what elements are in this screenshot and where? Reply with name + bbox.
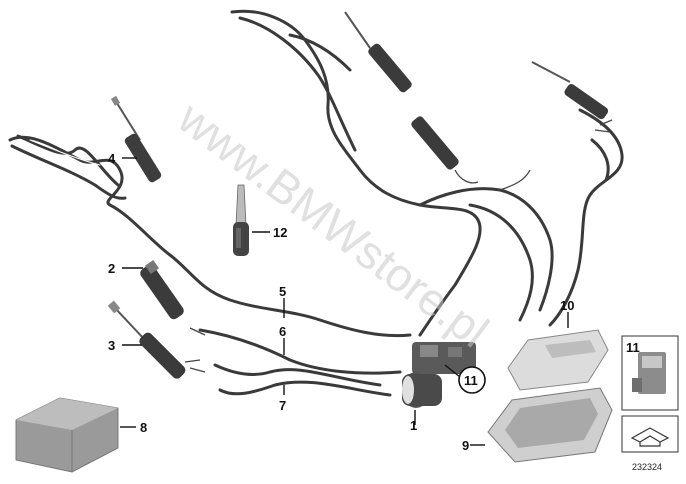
callout-4: 4	[108, 151, 116, 166]
callout-6: 6	[279, 324, 286, 339]
callout-3: 3	[108, 338, 115, 353]
callout-12: 12	[273, 225, 287, 240]
strut-3	[107, 300, 186, 379]
part-12-sensor	[233, 184, 249, 256]
callout-7: 7	[279, 398, 286, 413]
callout-9: 9	[462, 438, 469, 453]
callout-8: 8	[140, 420, 147, 435]
part-9-housing	[487, 387, 613, 463]
callout-11-circled: 11	[464, 373, 478, 388]
callout-10: 10	[560, 298, 574, 313]
part-1-hydraulic-pump	[402, 342, 476, 408]
strut-upper-right	[531, 61, 609, 120]
strut-4	[110, 95, 162, 183]
leader-lines	[120, 157, 569, 446]
inset-part-11	[621, 335, 679, 411]
callout-1: 1	[410, 418, 417, 433]
wiring-harness-main	[8, 9, 624, 397]
callout-5: 5	[279, 284, 286, 299]
strut-2	[140, 260, 184, 320]
part-8-box	[15, 397, 119, 473]
callout-11-circle	[458, 366, 486, 394]
strut-upper-center	[344, 11, 412, 93]
reference-number: 232324	[632, 462, 662, 472]
callout-11-inset: 11	[626, 340, 640, 355]
strut-upper-mid	[411, 116, 459, 170]
callout-2: 2	[108, 261, 115, 276]
part-10-cover	[507, 329, 609, 391]
inset-arrow-symbol	[621, 415, 679, 453]
